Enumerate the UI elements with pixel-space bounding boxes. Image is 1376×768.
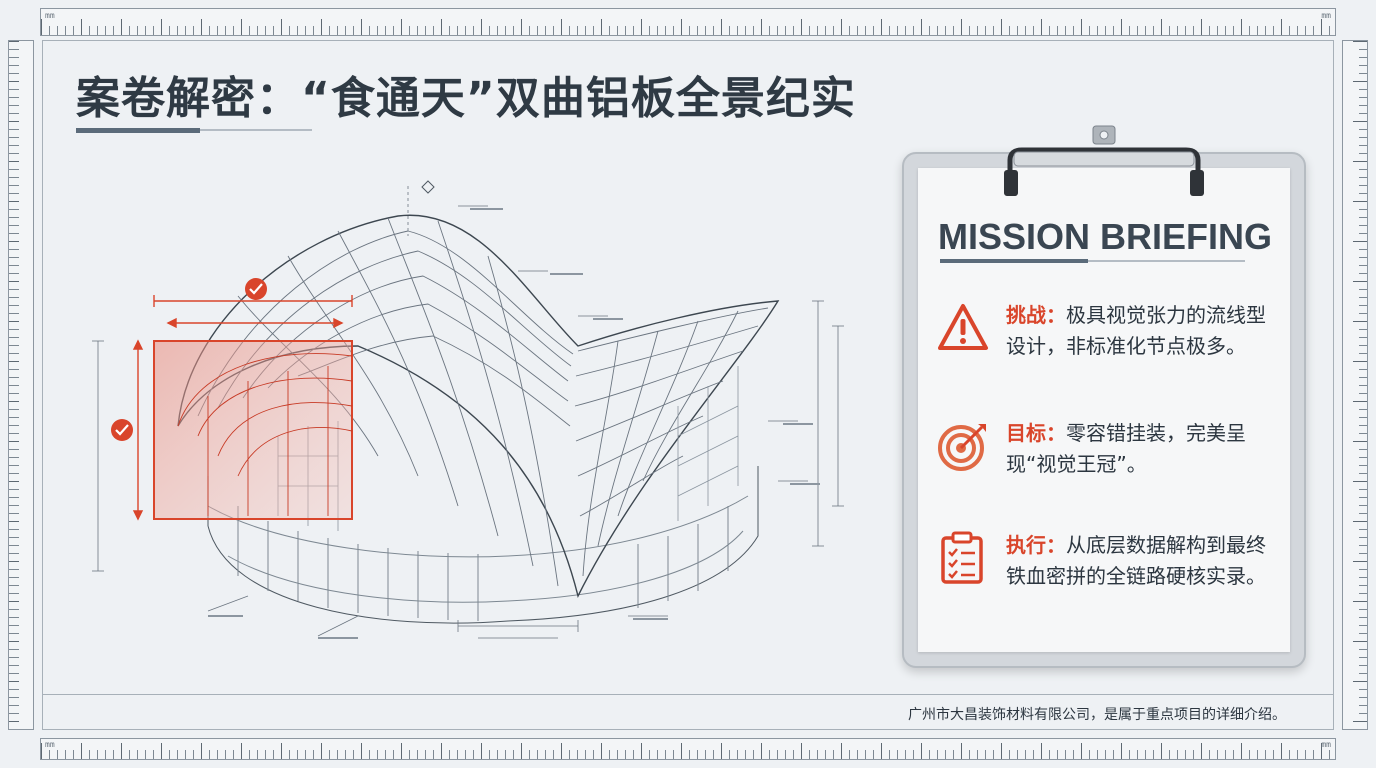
page-title: 案卷解密：“食通天”双曲铝板全景纪实 [76,73,856,124]
check-badge-icon [111,419,133,441]
briefing-item-label: 挑战： [1006,303,1066,327]
ruler-bottom: mm mm [40,738,1336,760]
ruler-top: mm mm [40,8,1336,36]
ruler-unit-label: mm [1321,11,1331,20]
shell-outline [177,214,780,599]
ruler-unit-label: mm [45,740,55,749]
briefing-item-text: 零容错挂装，完美呈现“视觉王冠”。 [1006,421,1246,476]
title-underline-accent [76,128,200,133]
briefing-heading: MISSION BRIEFING [938,216,1273,257]
ruler-left [8,40,34,730]
footer-divider [42,694,1334,695]
clipboard-checklist-icon [941,531,983,584]
target-bullseye-icon [938,424,986,471]
briefing-item-label: 执行： [1006,533,1066,557]
briefing-item-label: 目标： [1006,421,1066,445]
warning-triangle-icon [938,304,988,350]
briefing-underline-accent [940,259,1088,263]
footer-note: 广州市大昌装饰材料有限公司，是属于重点项目的详细介绍。 [908,707,1286,723]
highlight-region [111,278,353,521]
content-border [42,40,1334,730]
clipboard-clip-icon [1004,125,1204,196]
ruler-unit-label: mm [45,11,55,20]
ruler-unit-label: mm [1321,740,1331,749]
canopy-blueprint-drawing [92,180,844,639]
briefing-underline [940,260,1245,262]
check-badge-icon [245,278,267,300]
briefing-item-text: 极具视觉张力的流线型设计，非标准化节点极多。 [1006,303,1266,358]
base-drum-outline [207,466,759,624]
briefing-item-text: 从底层数据解构到最终铁血密拼的全链路硬核实录。 [1006,533,1266,588]
ruler-right [1342,40,1368,730]
